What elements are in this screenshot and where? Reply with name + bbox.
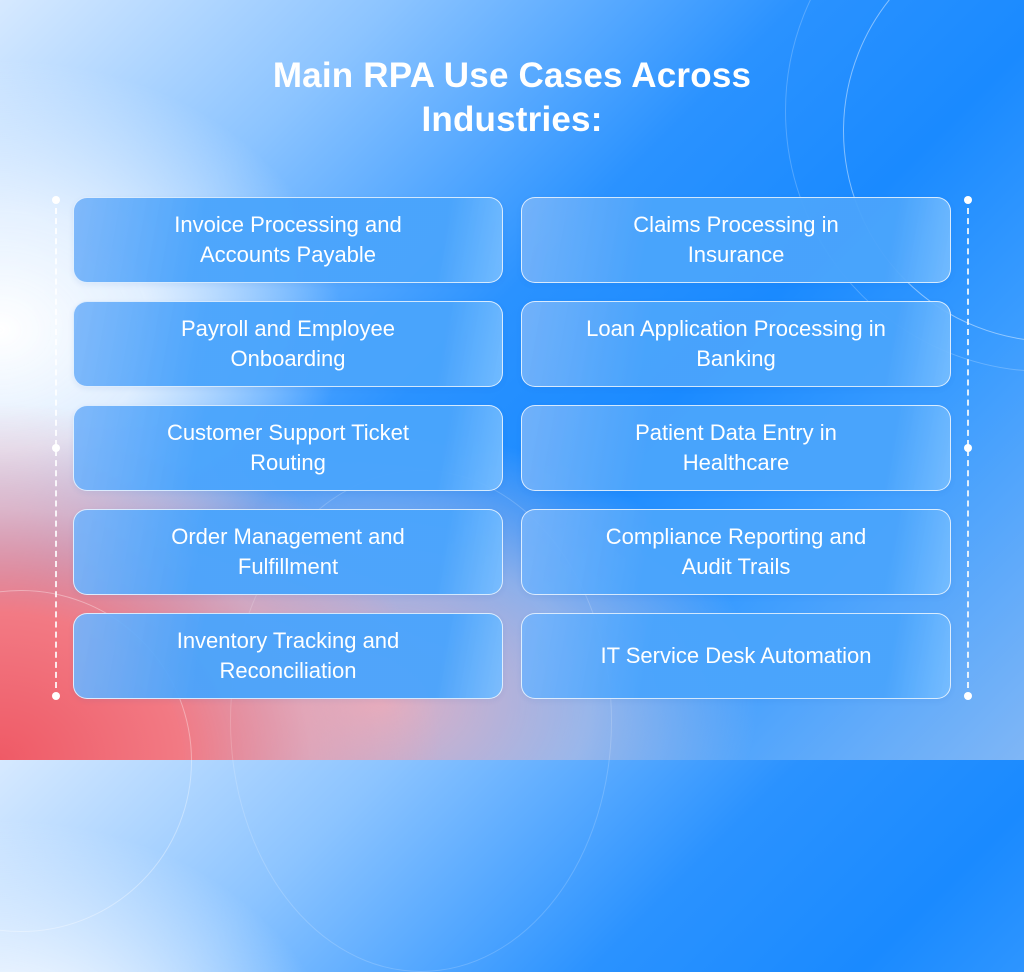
- rail-dot-middle: [964, 444, 972, 452]
- use-case-label: Payroll and Employee Onboarding: [180, 316, 395, 371]
- use-case-card-invoice-processing: Invoice Processing and Accounts Payable: [73, 197, 503, 283]
- use-case-card-loan-application: Loan Application Processing in Banking: [521, 301, 951, 387]
- use-case-label: Invoice Processing and Accounts Payable: [174, 212, 402, 267]
- rail-dot-bottom: [964, 692, 972, 700]
- rail-dot-top: [964, 196, 972, 204]
- use-case-label: Claims Processing in Insurance: [633, 212, 839, 267]
- right-dotted-rail: [963, 196, 973, 700]
- title-line-2: Industries:: [421, 100, 603, 139]
- use-case-label: Order Management and Fulfillment: [171, 524, 405, 579]
- use-case-label: Customer Support Ticket Routing: [166, 420, 410, 475]
- use-case-card-payroll-onboarding: Payroll and Employee Onboarding: [73, 301, 503, 387]
- rail-dot-middle: [52, 444, 60, 452]
- use-case-card-compliance-reporting: Compliance Reporting and Audit Trails: [521, 509, 951, 595]
- use-case-label: Patient Data Entry in Healthcare: [635, 420, 837, 475]
- use-case-card-it-service-desk: IT Service Desk Automation: [521, 613, 951, 699]
- use-case-card-patient-data: Patient Data Entry in Healthcare: [521, 405, 951, 491]
- use-case-card-inventory-tracking: Inventory Tracking and Reconciliation: [73, 613, 503, 699]
- use-case-card-customer-support: Customer Support Ticket Routing: [73, 405, 503, 491]
- title-line-1: Main RPA Use Cases Across: [272, 56, 752, 95]
- page-title: Main RPA Use Cases Across Industries:: [0, 54, 1024, 142]
- left-dotted-rail: [51, 196, 61, 700]
- decorative-circle-inner: [843, 0, 1024, 342]
- use-case-label: Inventory Tracking and Reconciliation: [176, 628, 400, 683]
- use-case-card-claims-processing: Claims Processing in Insurance: [521, 197, 951, 283]
- use-case-card-order-management: Order Management and Fulfillment: [73, 509, 503, 595]
- rail-dot-top: [52, 196, 60, 204]
- use-case-label: Loan Application Processing in Banking: [586, 316, 886, 371]
- use-case-label: Compliance Reporting and Audit Trails: [605, 524, 867, 579]
- rail-dot-bottom: [52, 692, 60, 700]
- use-case-label: IT Service Desk Automation: [600, 643, 872, 668]
